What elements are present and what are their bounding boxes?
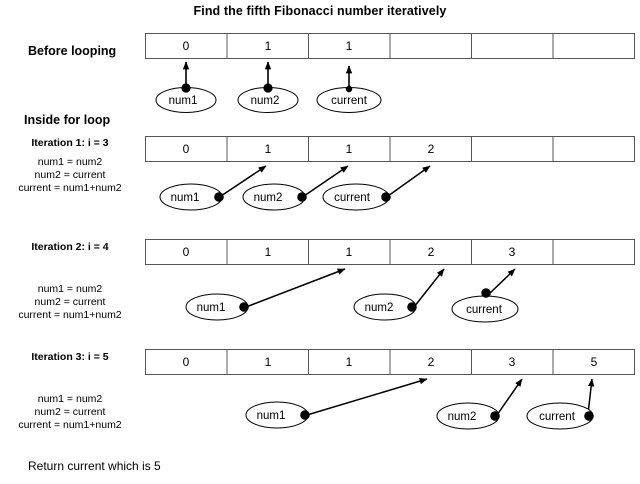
cell-value: 5	[590, 355, 598, 369]
assignment-line: num2 = current	[34, 296, 106, 308]
page-title: Find the fifth Fibonacci number iterativ…	[193, 4, 447, 18]
cell-value: 1	[264, 39, 272, 53]
section-label-before-looping: Before looping	[28, 44, 117, 58]
node-label-current: current	[539, 411, 575, 423]
array-row-iteration-3	[145, 349, 635, 375]
node-label-num1: num1	[196, 302, 226, 314]
array-row-iteration-2	[145, 239, 635, 265]
iteration-1-title: Iteration 1: i = 3	[31, 137, 109, 149]
cell-value: 2	[427, 245, 435, 259]
cell-value: 0	[182, 355, 190, 369]
cell-value: 0	[182, 39, 190, 53]
iteration-2-title: Iteration 2: i = 4	[31, 241, 109, 253]
assignment-line: current = num1+num2	[18, 419, 122, 431]
pointer-arrows-iteration-2	[245, 268, 516, 308]
assignment-line: current = num1+num2	[18, 309, 122, 321]
cell-value: 1	[345, 245, 353, 259]
iteration-1-assignments: num1 = num2 num2 = current current = num…	[0, 156, 140, 195]
cell-value: 1	[345, 142, 353, 156]
cell-value: 3	[508, 245, 516, 259]
node-label-num2: num2	[250, 95, 280, 107]
assignment-line: num2 = current	[34, 169, 106, 181]
node-label-num1: num1	[256, 410, 286, 422]
cell-value: 1	[264, 142, 272, 156]
cell-value: 1	[345, 355, 353, 369]
node-label-num2: num2	[253, 192, 283, 204]
assignment-line: num1 = num2	[37, 283, 103, 295]
node-label-current: current	[331, 95, 367, 107]
cell-value: 2	[427, 355, 435, 369]
cell-value: 1	[264, 355, 272, 369]
assignment-line: num1 = num2	[37, 156, 103, 168]
cell-value: 0	[182, 245, 190, 259]
array-row-before-looping	[145, 33, 635, 59]
section-label-inside-for-loop: Inside for loop	[24, 113, 111, 127]
assignment-line: current = num1+num2	[18, 182, 122, 194]
return-note: Return current which is 5	[28, 459, 161, 473]
node-label-current: current	[334, 192, 370, 204]
cell-value: 2	[427, 142, 435, 156]
iteration-2-assignments: num1 = num2 num2 = current current = num…	[0, 283, 140, 322]
variable-nodes-before-looping	[155, 83, 382, 113]
pointer-arrows-iteration-3	[306, 378, 595, 416]
node-label-num2: num2	[447, 411, 477, 423]
variable-nodes-iteration-1	[159, 183, 391, 211]
node-label-num1: num1	[170, 192, 200, 204]
variable-nodes-iteration-2	[185, 288, 519, 323]
variable-nodes-iteration-3	[245, 401, 594, 430]
iteration-3-title: Iteration 3: i = 5	[31, 351, 109, 363]
node-label-num2: num2	[364, 302, 394, 314]
assignment-line: num2 = current	[34, 406, 106, 418]
assignment-line: num1 = num2	[37, 393, 103, 405]
cell-value: 1	[345, 39, 353, 53]
array-row-iteration-1	[145, 136, 635, 162]
cell-value: 3	[508, 355, 516, 369]
node-label-current: current	[466, 304, 502, 316]
pointer-arrows-iteration-1	[220, 165, 431, 197]
node-label-num1: num1	[168, 95, 198, 107]
iteration-3-assignments: num1 = num2 num2 = current current = num…	[0, 393, 140, 432]
cell-value: 0	[182, 142, 190, 156]
cell-value: 1	[264, 245, 272, 259]
